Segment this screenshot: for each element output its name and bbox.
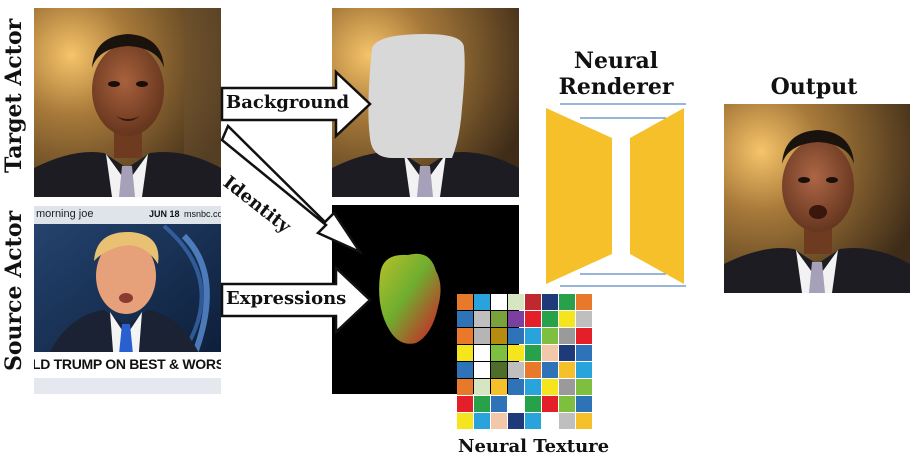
output-image bbox=[724, 104, 910, 293]
source-actor-image bbox=[34, 224, 221, 394]
texture-cell bbox=[542, 345, 558, 361]
texture-cell bbox=[525, 396, 541, 412]
texture-cell bbox=[559, 413, 575, 429]
texture-cell bbox=[474, 396, 490, 412]
neural-renderer-title: Neural Renderer bbox=[556, 48, 676, 100]
texture-cell bbox=[474, 328, 490, 344]
neural-texture-label: Neural Texture bbox=[458, 436, 610, 457]
neural-face-image bbox=[379, 253, 441, 344]
texture-cell bbox=[542, 294, 558, 310]
expressions-arrow bbox=[220, 265, 372, 335]
texture-cell bbox=[457, 396, 473, 412]
texture-cell bbox=[457, 294, 473, 310]
texture-cell bbox=[559, 294, 575, 310]
background-masked-photo bbox=[332, 8, 519, 197]
texture-cell bbox=[576, 413, 592, 429]
texture-cell bbox=[559, 345, 575, 361]
texture-cell bbox=[508, 294, 524, 310]
identity-arrow bbox=[220, 123, 364, 255]
neural-renderer-diagram bbox=[546, 103, 686, 287]
texture-cell bbox=[542, 328, 558, 344]
texture-cell bbox=[474, 294, 490, 310]
target-actor-image bbox=[34, 8, 221, 197]
masked-background-image bbox=[332, 8, 519, 197]
texture-cell bbox=[491, 311, 507, 327]
texture-cell bbox=[491, 379, 507, 395]
neural-renderer-title-line1: Neural bbox=[573, 48, 659, 74]
neural-renderer-title-line2: Renderer bbox=[558, 74, 674, 100]
news-show-label: morning joe bbox=[36, 208, 94, 220]
texture-cell bbox=[559, 328, 575, 344]
texture-cell bbox=[457, 328, 473, 344]
texture-cell bbox=[576, 362, 592, 378]
news-date: JUN 18 bbox=[149, 209, 180, 219]
texture-cell bbox=[508, 345, 524, 361]
texture-cell bbox=[559, 311, 575, 327]
texture-cell bbox=[542, 379, 558, 395]
texture-cell bbox=[508, 362, 524, 378]
output-photo bbox=[724, 104, 910, 293]
texture-cell bbox=[542, 396, 558, 412]
texture-cell bbox=[559, 362, 575, 378]
news-ticker: LD TRUMP ON BEST & WORST PRESI bbox=[34, 356, 221, 372]
texture-cell bbox=[457, 345, 473, 361]
texture-cell bbox=[525, 379, 541, 395]
texture-cell bbox=[525, 345, 541, 361]
texture-cell bbox=[525, 294, 541, 310]
texture-cell bbox=[525, 362, 541, 378]
texture-cell bbox=[474, 362, 490, 378]
news-network: msnbc.com bbox=[184, 209, 221, 219]
texture-cell bbox=[508, 396, 524, 412]
neural-texture-grid bbox=[457, 294, 592, 429]
texture-cell bbox=[491, 413, 507, 429]
background-arrow bbox=[220, 69, 372, 139]
texture-cell bbox=[508, 311, 524, 327]
texture-cell bbox=[457, 413, 473, 429]
source-actor-photo: morning joe JUN 18 msnbc.com LD TRUMP ON… bbox=[34, 206, 221, 394]
texture-cell bbox=[508, 379, 524, 395]
texture-cell bbox=[542, 362, 558, 378]
texture-cell bbox=[491, 362, 507, 378]
expressions-label: Expressions bbox=[226, 288, 347, 309]
texture-cell bbox=[474, 379, 490, 395]
texture-cell bbox=[576, 396, 592, 412]
target-actor-photo bbox=[34, 8, 221, 197]
texture-cell bbox=[474, 345, 490, 361]
texture-cell bbox=[474, 311, 490, 327]
background-label: Background bbox=[226, 92, 350, 113]
output-title: Output bbox=[770, 74, 858, 100]
renderer-encoder bbox=[546, 108, 612, 284]
texture-cell bbox=[491, 345, 507, 361]
texture-cell bbox=[457, 362, 473, 378]
texture-cell bbox=[508, 328, 524, 344]
texture-cell bbox=[576, 328, 592, 344]
texture-cell bbox=[491, 396, 507, 412]
texture-cell bbox=[474, 413, 490, 429]
texture-cell bbox=[491, 294, 507, 310]
texture-cell bbox=[576, 345, 592, 361]
texture-cell bbox=[525, 328, 541, 344]
texture-cell bbox=[559, 379, 575, 395]
texture-cell bbox=[576, 311, 592, 327]
texture-cell bbox=[508, 413, 524, 429]
texture-cell bbox=[457, 311, 473, 327]
texture-cell bbox=[542, 311, 558, 327]
renderer-decoder bbox=[630, 108, 684, 284]
texture-cell bbox=[542, 413, 558, 429]
texture-cell bbox=[559, 396, 575, 412]
texture-cell bbox=[525, 413, 541, 429]
texture-cell bbox=[576, 294, 592, 310]
face-mask-region bbox=[368, 34, 465, 158]
texture-cell bbox=[457, 379, 473, 395]
texture-cell bbox=[491, 328, 507, 344]
texture-cell bbox=[525, 311, 541, 327]
texture-cell bbox=[576, 379, 592, 395]
